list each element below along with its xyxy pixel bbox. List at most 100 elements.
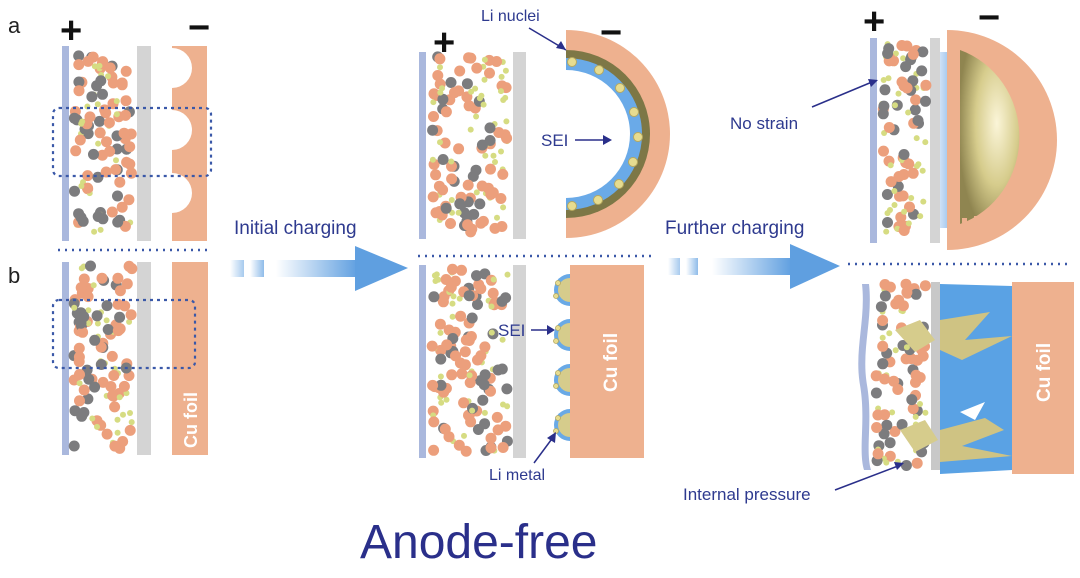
separator bbox=[137, 46, 151, 241]
particle bbox=[912, 115, 924, 126]
particle bbox=[892, 384, 904, 395]
particle bbox=[461, 432, 467, 439]
particle bbox=[74, 369, 85, 380]
particle bbox=[466, 312, 478, 324]
particle bbox=[427, 124, 439, 136]
particle bbox=[903, 344, 910, 351]
particle bbox=[497, 168, 509, 180]
particle bbox=[471, 270, 482, 282]
particle bbox=[922, 139, 929, 146]
internal-pressure-pointer bbox=[834, 465, 899, 491]
particle bbox=[114, 311, 126, 323]
particle bbox=[898, 225, 910, 236]
particle bbox=[435, 353, 447, 365]
particle bbox=[120, 65, 132, 77]
further-charging-label: Further charging bbox=[665, 218, 804, 239]
particle bbox=[908, 195, 915, 201]
particle bbox=[89, 334, 101, 346]
cathode-plate-deformed bbox=[858, 284, 871, 470]
particle bbox=[878, 145, 889, 157]
particle bbox=[898, 80, 910, 92]
particle bbox=[495, 193, 507, 204]
particle bbox=[892, 50, 899, 57]
particle bbox=[488, 303, 495, 310]
particle bbox=[73, 76, 85, 88]
particle bbox=[498, 148, 504, 155]
particle bbox=[883, 228, 890, 235]
particle bbox=[90, 282, 97, 289]
particle bbox=[437, 154, 449, 165]
particle bbox=[503, 118, 510, 125]
particle bbox=[917, 401, 923, 407]
particle bbox=[448, 197, 455, 203]
particle bbox=[498, 88, 504, 95]
particle bbox=[896, 40, 908, 51]
internal-pressure-label: Internal pressure bbox=[683, 485, 811, 504]
particle bbox=[892, 102, 898, 109]
particle bbox=[91, 63, 98, 70]
particle bbox=[881, 419, 893, 431]
particle bbox=[438, 291, 450, 303]
particle bbox=[883, 459, 890, 466]
particle bbox=[124, 424, 136, 436]
particle bbox=[481, 56, 488, 63]
particle bbox=[94, 423, 100, 430]
particle bbox=[446, 173, 458, 185]
particle bbox=[95, 341, 107, 353]
cu-foil-label: Cu foil bbox=[601, 333, 622, 392]
particle bbox=[104, 62, 116, 74]
particle bbox=[82, 291, 94, 303]
particle bbox=[474, 198, 486, 210]
particle bbox=[883, 122, 895, 133]
particle bbox=[454, 198, 466, 210]
particle bbox=[907, 48, 919, 60]
particle bbox=[128, 419, 135, 426]
cathode-plate bbox=[419, 265, 426, 458]
particle bbox=[919, 280, 931, 292]
particle bbox=[871, 422, 883, 433]
particle bbox=[112, 216, 124, 228]
cathode-plate bbox=[62, 46, 69, 241]
particle bbox=[123, 260, 135, 272]
particle bbox=[124, 158, 136, 170]
particle bbox=[496, 295, 508, 307]
particle bbox=[480, 101, 487, 108]
particle bbox=[904, 201, 915, 213]
particle bbox=[97, 226, 104, 233]
dendrite-cell bbox=[895, 282, 1074, 474]
particle bbox=[878, 100, 890, 112]
particle bbox=[101, 300, 113, 312]
particle bbox=[449, 313, 456, 320]
particle bbox=[85, 307, 92, 314]
particle bbox=[502, 67, 509, 74]
particle bbox=[455, 209, 462, 216]
particle bbox=[900, 55, 907, 62]
particle bbox=[888, 375, 900, 387]
particle bbox=[460, 334, 472, 346]
no-strain-label: No strain bbox=[730, 114, 798, 133]
particle bbox=[884, 450, 896, 462]
particle bbox=[476, 180, 488, 192]
particle bbox=[77, 215, 89, 227]
particle bbox=[448, 158, 455, 165]
cathode-plate bbox=[419, 52, 426, 239]
particle bbox=[891, 188, 898, 194]
particle bbox=[462, 179, 474, 191]
particle bbox=[100, 166, 112, 178]
particle bbox=[94, 101, 101, 108]
particle bbox=[120, 109, 131, 121]
particle bbox=[78, 183, 85, 189]
particle bbox=[473, 189, 480, 196]
particle bbox=[458, 397, 470, 409]
particle bbox=[125, 309, 137, 321]
particle bbox=[920, 198, 927, 205]
li-nuclei-label: Li nuclei bbox=[481, 8, 540, 25]
particle bbox=[101, 428, 113, 440]
li-metal-pointer bbox=[533, 435, 555, 464]
particle bbox=[911, 354, 923, 366]
particle bbox=[466, 372, 473, 379]
particle bbox=[879, 334, 886, 341]
cu-foil bbox=[570, 265, 644, 458]
particle bbox=[465, 416, 477, 428]
